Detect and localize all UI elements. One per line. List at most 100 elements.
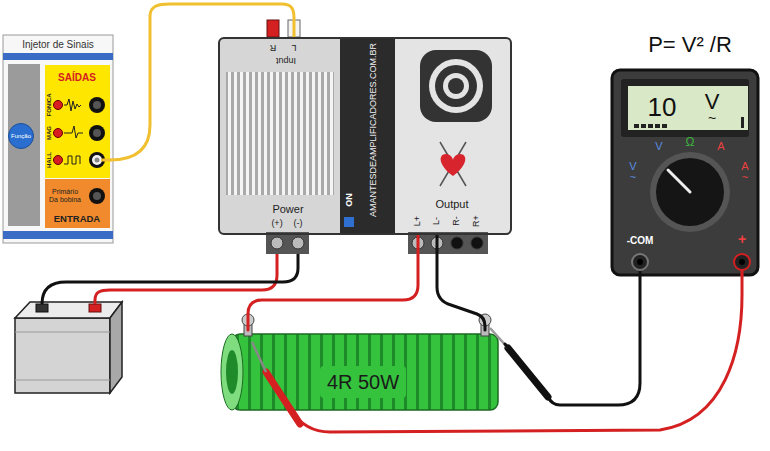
signal-injector-drawing: [89, 188, 105, 204]
signal-injector-drawing: [89, 97, 105, 113]
terminal-label: L+: [413, 216, 423, 226]
terminal-polarity: (+): [271, 219, 282, 229]
speaker-wire: [248, 235, 418, 330]
amplifier-drawing: [226, 72, 334, 195]
signal-injector-panel: Injetor de SinaisFunção SAÍDAS Primário Da…: [3, 35, 113, 243]
amplifier-drawing: [218, 37, 512, 235]
output-name: MAG: [46, 126, 53, 140]
battery-wires: [95, 249, 277, 304]
jack-label: +: [738, 232, 746, 247]
multimeter-drawing: [612, 70, 758, 276]
signal-injector-drawing: [64, 99, 81, 111]
multimeter-drawing: [656, 158, 724, 226]
multimeter-drawing: [641, 124, 646, 128]
multimeter-drawing: [621, 79, 749, 137]
signal-injector-drawing: [8, 64, 40, 226]
resistor-drawing: [226, 350, 238, 394]
multimeter-drawing: [668, 170, 690, 192]
multimeter-drawing: [739, 259, 745, 265]
terminal-label: L-: [432, 217, 442, 225]
channel-label: R: [270, 42, 277, 52]
resistor-drawing: [221, 334, 243, 410]
multimeter-text: P= V² /R: [648, 33, 732, 57]
amplifier-drawing: [271, 237, 283, 249]
amplifier-drawing: [218, 20, 512, 254]
dial-mark: ~: [630, 171, 636, 183]
multimeter-drawing: [655, 124, 660, 128]
amplifier-drawing: [408, 232, 488, 254]
amplifier-drawing: [266, 232, 309, 254]
multimeter-drawing: [634, 124, 639, 128]
signal-injector-drawing: [95, 158, 100, 163]
signal-injector-drawing: [89, 125, 105, 141]
probe-lead: [291, 275, 742, 432]
jack-label: -COM: [627, 235, 654, 246]
battery-drawing: [15, 302, 122, 318]
multimeter-display-text: ~: [708, 111, 716, 126]
multimeter-drawing: [650, 152, 730, 232]
signal-injector-drawing: [3, 35, 113, 243]
battery-drawing: [15, 302, 122, 393]
multimeter-display: 10V~: [628, 86, 748, 130]
power-resistor: 4R 50W: [222, 330, 505, 410]
amplifier-drawing: [443, 73, 469, 99]
function-button: Função: [8, 123, 34, 149]
signal-injector-drawing: [3, 53, 113, 60]
amplifier-drawing: [435, 65, 477, 107]
amplifier-drawing: [441, 154, 466, 176]
signal-injector-drawing: [93, 129, 101, 137]
multimeter-drawing: [612, 70, 758, 275]
signal-cable: [110, 4, 294, 160]
signal-injector-drawing: [45, 179, 110, 228]
signal-injector-panel-text: Injetor de Sinais: [22, 39, 94, 50]
probe-lead: [505, 275, 640, 405]
signal-injector-drawing: [93, 101, 101, 109]
amplifier-drawing: [292, 237, 304, 249]
multimeter-drawing: [637, 259, 643, 265]
dial-mark: V: [655, 140, 662, 152]
signal-injector-drawing: [54, 101, 63, 110]
amplifier-drawing: [440, 142, 466, 186]
multimeter-drawing: [632, 254, 648, 270]
signal-injector-drawing: [45, 65, 110, 178]
amplifier-drawing: [448, 78, 464, 94]
signal-injector-drawing: [64, 126, 83, 138]
terminal-polarity: (-): [294, 219, 303, 229]
battery-wires: [42, 249, 298, 304]
signal-injector-drawing: [3, 35, 113, 243]
battery-drawing: [15, 332, 110, 333]
multimeter-drawing: [648, 124, 653, 128]
multimeter-drawing: [628, 86, 748, 130]
amplifier-drawing: [471, 237, 483, 249]
function-button-shape: [9, 124, 34, 149]
battery-wires: [42, 249, 298, 304]
dial-mark: Ω: [686, 136, 695, 149]
dial-mark: V: [629, 160, 636, 172]
terminal-label: R+: [472, 215, 482, 227]
amplifier-drawing: [420, 50, 492, 122]
amplifier-drawing: [340, 38, 395, 234]
test-probes: [252, 342, 266, 372]
speaker-wire: [437, 235, 485, 330]
input-panel: Primário Da bobinaENTRADA: [45, 179, 110, 228]
multimeter-drawing: [741, 117, 744, 128]
signal-injector-drawing: [3, 231, 113, 239]
signal-injector-drawing: [54, 156, 63, 165]
battery-drawing: [15, 380, 110, 381]
amplifier-drawing: [267, 20, 279, 37]
resistor-drawing: [221, 314, 498, 410]
signal-injector-drawing: [92, 155, 102, 165]
amplifier-drawing: [344, 217, 354, 227]
resistor-drawing: [232, 334, 498, 410]
output-name: FONICA: [46, 94, 53, 117]
signal-injector-drawing: [93, 192, 101, 200]
outputs-panel-text: SAÍDAS: [58, 72, 96, 83]
input-panel-text: Primário Da bobina: [48, 188, 82, 203]
function-button-text: Função: [11, 133, 31, 140]
dial-mark: A: [741, 160, 748, 172]
signal-injector-drawing: [64, 156, 80, 164]
input-panel-text: ENTRADA: [54, 214, 100, 224]
battery-drawing: [110, 302, 122, 393]
